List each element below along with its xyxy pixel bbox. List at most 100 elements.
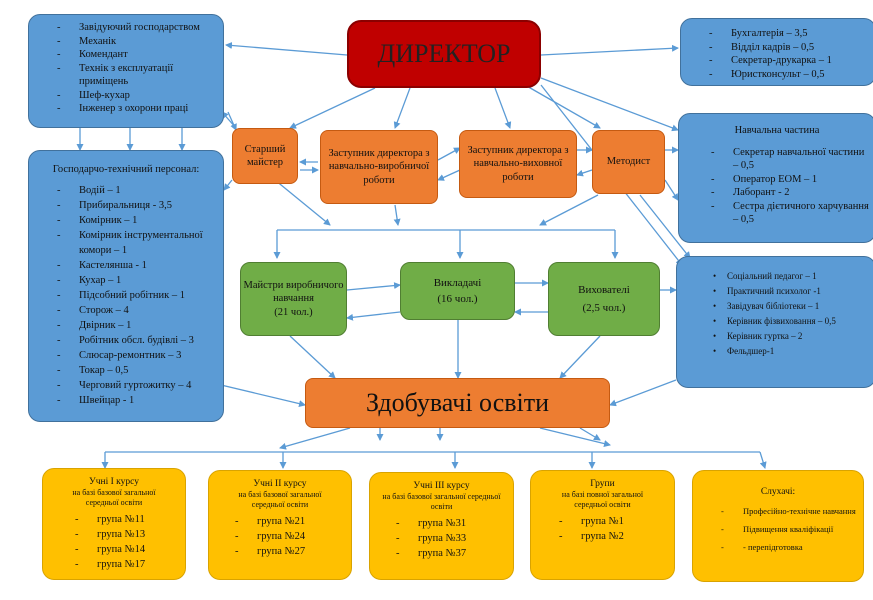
list-item: Відділ кадрів – 0,5 [709,41,871,55]
list-item: Лаборант - 2 [711,186,869,200]
accounting-box: Бухгалтерія – 3,5 Відділ кадрів – 0,5 Се… [680,18,873,86]
technical-staff-box: Господарчо-технічний персонал: Водій – 1… [28,150,224,422]
list-item: Механік [57,35,217,49]
list-item: група №24 [235,529,351,544]
deputy-production-box: Заступник директора з навчально-виробнич… [320,130,438,204]
group-list: група №1 група №2 [531,514,674,544]
methodist-box: Методист [592,130,665,194]
list-item: група №27 [235,544,351,559]
list-item: Інженер з охорони праці [57,102,217,116]
list-item: група №17 [75,557,185,572]
educational-department-box: Навчальна частина Секретар навчальної ча… [678,113,873,243]
list-item: група №2 [559,529,674,544]
educational-department-list: Секретар навчальної частини – 0,5 Операт… [685,146,869,227]
listeners-box: Слухачі: Професійно-технічне навчання Пі… [692,470,864,582]
educators-title: Вихователі [578,284,630,296]
list-item: Швейцар - 1 [57,393,217,408]
deputy-production-label: Заступник директора з навчально-виробнич… [328,147,430,186]
list-item: Професійно-технічне навчання [721,505,857,517]
director-box: ДИРЕКТОР [347,20,541,88]
students-box: Здобувачі освіти [305,378,610,428]
course-title: Учні ІІІ курсу [413,481,470,491]
list-item: Керівник фізвиховання – 0,5 [713,314,869,329]
course-title: Групи [590,479,615,489]
list-item: Фельдшер-1 [713,344,869,359]
list-item: Сестра дієтичного харчування – 0,5 [711,200,869,227]
list-item: Бухгалтерія – 3,5 [709,27,871,41]
list-item: Сторож – 4 [57,303,217,318]
technical-staff-list: Водій – 1 Прибиральниця - 3,5 Комірник –… [35,183,217,408]
masters-count: (21 чол.) [274,306,313,318]
list-item: Підвищення кваліфікації [721,523,857,535]
teachers-title: Викладачі [433,277,482,289]
course-title: Учні ІІ курсу [253,479,307,489]
course-1-box: Учні І курсу на базі базової загальної с… [42,468,186,580]
senior-master-box: Старший майстер [232,128,298,184]
list-item: група №14 [75,542,185,557]
list-item: Прибиральниця - 3,5 [57,198,217,213]
group-list: група №11 група №13 група №14 група №17 [43,512,185,572]
list-item: група №1 [559,514,674,529]
list-item: Оператор ЕОМ – 1 [711,173,869,187]
list-item: група №11 [75,512,185,527]
list-item: Юристконсульт – 0,5 [709,68,871,82]
course-subtitle: на базі базової загальної середньої осві… [72,488,156,507]
director-label: ДИРЕКТОР [377,39,511,68]
list-item: Завідувач бібліотеки – 1 [713,299,869,314]
list-item: Завідуючий господарством [57,21,217,35]
list-item: Практичний психолог -1 [713,284,869,299]
course-title: Учні І курсу [89,477,139,487]
list-item: Шеф-кухар [57,89,217,103]
list-item: Кухар – 1 [57,273,217,288]
course-subtitle: на базі повної загальної середньої освіт… [561,490,644,509]
list-item: Комірник інструментальної комори – 1 [57,228,217,258]
list-item: Технік з експлуатації приміщень [57,62,217,89]
list-item: - перепідготовка [721,541,857,553]
deputy-education-box: Заступник директора з навчально-виховної… [459,130,577,198]
list-item: група №31 [396,516,513,531]
masters-title: Майстри виробничого навчання [243,279,344,305]
list-item: Кастелянша - 1 [57,258,217,273]
list-item: Підсобний робітник – 1 [57,288,217,303]
household-management-box: Завідуючий господарством Механік Коменда… [28,14,224,128]
course-3-box: Учні ІІІ курсу на базі базової загальної… [369,472,514,580]
teachers-count: (16 чол.) [437,293,478,305]
course-subtitle: на базі базової загальної середньої осві… [238,490,322,509]
senior-master-label: Старший майстер [244,143,286,169]
list-item: Токар – 0,5 [57,363,217,378]
list-item: Двірник – 1 [57,318,217,333]
list-item: Комендант [57,48,217,62]
course-2-box: Учні ІІ курсу на базі базової загальної … [208,470,352,580]
deputy-education-label: Заступник директора з навчально-виховної… [467,144,569,183]
household-management-list: Завідуючий господарством Механік Коменда… [57,21,217,116]
list-item: група №37 [396,546,513,561]
list-item: група №13 [75,527,185,542]
groups-box: Групи на базі повної загальної середньої… [530,470,675,580]
accounting-list: Бухгалтерія – 3,5 Відділ кадрів – 0,5 Се… [709,27,871,82]
educators-count: (2,5 чол.) [582,302,626,314]
group-list: група №31 група №33 група №37 [370,516,513,561]
technical-staff-title: Господарчо-технічний персонал: [52,164,200,175]
list-item: Слюсар-ремонтник – 3 [57,348,217,363]
educational-department-title: Навчальна частина [734,125,820,136]
list-item: група №33 [396,531,513,546]
social-services-box: Соціальний педагог – 1 Практичний психол… [676,256,873,388]
group-list: група №21 група №24 група №27 [209,514,351,559]
list-item: Керівник гуртка – 2 [713,329,869,344]
list-item: Секретар навчальної частини – 0,5 [711,146,869,173]
educators-box: Вихователі (2,5 чол.) [548,262,660,336]
list-item: Робітник обсл. будівлі – 3 [57,333,217,348]
list-item: група №21 [235,514,351,529]
methodist-label: Методист [606,156,651,168]
students-label: Здобувачі освіти [365,388,550,417]
list-item: Комірник – 1 [57,213,217,228]
social-services-list: Соціальний педагог – 1 Практичний психол… [713,269,869,359]
teachers-box: Викладачі (16 чол.) [400,262,515,320]
list-item: Черговий гуртожитку – 4 [57,378,217,393]
list-item: Водій – 1 [57,183,217,198]
list-item: Соціальний педагог – 1 [713,269,869,284]
listeners-title: Слухачі: [760,487,796,497]
masters-box: Майстри виробничого навчання (21 чол.) [240,262,347,336]
list-item: Секретар-друкарка – 1 [709,54,871,68]
